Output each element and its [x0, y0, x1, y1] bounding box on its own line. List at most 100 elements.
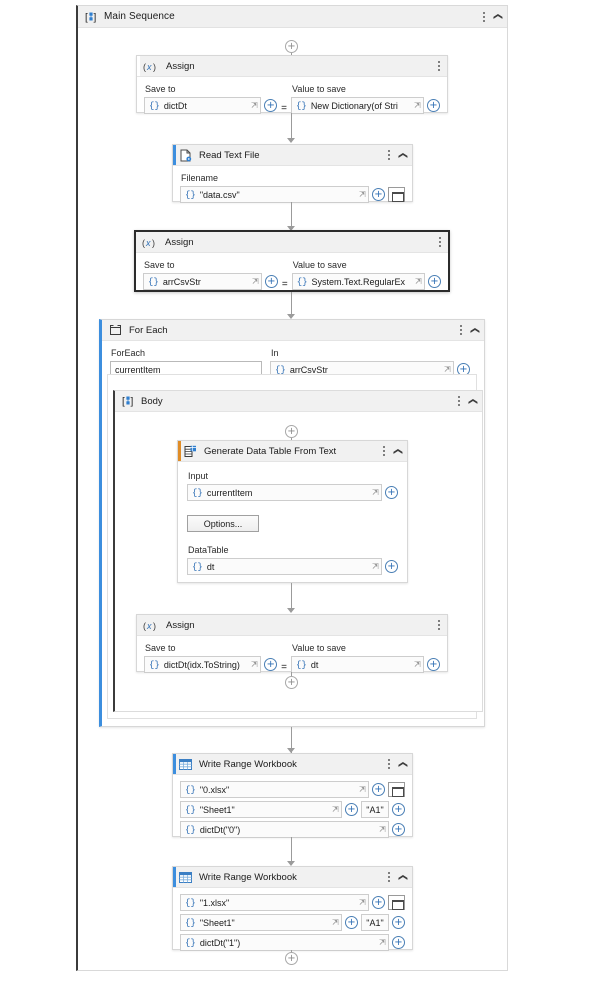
write-range-1-collapse-icon[interactable]: ❮: [397, 760, 408, 768]
write-range-2-sheet-input[interactable]: {} "Sheet1" ⇱: [180, 914, 342, 931]
assign-3-value-plus-button[interactable]: +: [427, 658, 440, 671]
assign-2-value-input[interactable]: {} System.Text.RegularEx ⇱: [291, 273, 425, 290]
expand-editor-icon[interactable]: ⇱: [359, 189, 366, 199]
assign-3-value-value: dt: [310, 659, 319, 670]
generate-data-table-output-field[interactable]: {} dt ⇱: [187, 558, 382, 575]
assign-2-save-to-input[interactable]: {} arrCsvStr ⇱: [143, 273, 262, 290]
activity-assign-3[interactable]: ( x ) Assign Save to {} dictDt(idx.ToStr…: [136, 614, 448, 673]
generate-data-table-output-label: DataTable: [188, 545, 229, 555]
assign-1-save-to-input[interactable]: {} dictDt ⇱: [144, 97, 262, 114]
activity-write-range-workbook-2[interactable]: Write Range Workbook ❮ {} "1.xlsx" ⇱ + {…: [172, 866, 413, 951]
assign-1-save-to-plus-button[interactable]: +: [264, 99, 278, 112]
expand-editor-icon[interactable]: ⇱: [359, 897, 366, 907]
assign-2-header[interactable]: ( x ) Assign: [136, 232, 448, 253]
svg-text:): ): [152, 238, 155, 248]
options-button[interactable]: Options...: [187, 515, 259, 532]
activity-assign-1[interactable]: ( x ) Assign Save to {} dictDt ⇱: [136, 55, 448, 114]
main-sequence-header[interactable]: [ ] Main Sequence ❮: [78, 6, 507, 28]
write-range-1-datatable-plus-button[interactable]: +: [392, 823, 405, 836]
read-text-file-collapse-icon[interactable]: ❮: [397, 151, 408, 159]
assign-1-menu-icon[interactable]: [438, 60, 441, 73]
write-range-1-workbook-plus-button[interactable]: +: [372, 783, 385, 796]
activity-read-text-file[interactable]: Read Text File ❮ Filename {} "data.csv" …: [172, 144, 413, 203]
read-text-file-body: Filename {} "data.csv" ⇱ +: [173, 166, 412, 210]
add-activity-node-body-top[interactable]: +: [285, 425, 298, 438]
activity-generate-data-table[interactable]: Generate Data Table From Text ❮ Input {}…: [177, 440, 408, 583]
assign-2-value-plus-button[interactable]: +: [428, 275, 441, 288]
add-activity-node-body-bottom[interactable]: +: [285, 676, 298, 689]
assign-2-menu-icon[interactable]: [439, 236, 442, 249]
activity-assign-2-selected[interactable]: ( x ) Assign Save to {} arrCsvStr: [134, 230, 450, 292]
write-range-2-header[interactable]: Write Range Workbook ❮: [173, 867, 412, 888]
write-range-2-datatable-plus-button[interactable]: +: [392, 936, 405, 949]
expand-editor-icon[interactable]: ⇱: [252, 276, 259, 286]
assign-1-value-plus-button[interactable]: +: [427, 99, 440, 112]
expand-editor-icon[interactable]: ⇱: [372, 561, 379, 571]
read-text-file-plus-button[interactable]: +: [372, 188, 385, 201]
for-each-in-label: In: [271, 348, 279, 358]
expand-editor-icon[interactable]: ⇱: [372, 487, 379, 497]
write-range-1-datatable-input[interactable]: {} dictDt("0") ⇱: [180, 821, 389, 838]
data-table-icon: [184, 445, 197, 458]
write-range-1-menu-icon[interactable]: [388, 758, 391, 771]
write-range-2-menu-icon[interactable]: [388, 871, 391, 884]
write-range-1-workbook-input[interactable]: {} "0.xlsx" ⇱: [180, 781, 369, 798]
expand-editor-icon[interactable]: ⇱: [359, 784, 366, 794]
body-sequence-header[interactable]: [ ] Body ❮: [115, 391, 482, 412]
expand-editor-icon[interactable]: ⇱: [414, 100, 421, 110]
browse-folder-icon[interactable]: [388, 187, 405, 202]
activity-write-range-workbook-1[interactable]: Write Range Workbook ❮ {} "0.xlsx" ⇱ + {…: [172, 753, 413, 838]
body-sequence-menu-icon[interactable]: [458, 395, 461, 408]
assign-3-value-input[interactable]: {} dt ⇱: [291, 656, 424, 673]
write-range-2-cell-plus-button[interactable]: +: [392, 916, 405, 929]
assign-3-header[interactable]: ( x ) Assign: [137, 615, 447, 636]
generate-data-table-header[interactable]: Generate Data Table From Text ❮: [178, 441, 407, 462]
write-range-2-workbook-input[interactable]: {} "1.xlsx" ⇱: [180, 894, 369, 911]
write-range-1-header[interactable]: Write Range Workbook ❮: [173, 754, 412, 775]
main-sequence-menu-icon[interactable]: [483, 10, 486, 23]
add-activity-node-top[interactable]: +: [285, 40, 298, 53]
generate-data-table-body: Input {} currentItem ⇱ + Options... Data…: [178, 462, 407, 582]
assign-3-save-to-input[interactable]: {} dictDt(idx.ToString) ⇱: [144, 656, 262, 673]
for-each-collapse-icon[interactable]: ❮: [469, 326, 480, 334]
browse-folder-icon[interactable]: [388, 782, 405, 797]
assign-3-menu-icon[interactable]: [438, 619, 441, 632]
read-text-file-filename-input[interactable]: {} "data.csv" ⇱: [180, 186, 369, 203]
add-activity-node-bottom[interactable]: +: [285, 952, 298, 965]
write-range-1-cell-input[interactable]: "A1": [361, 801, 389, 818]
expand-editor-icon[interactable]: ⇱: [379, 824, 386, 834]
write-range-2-sheet-plus-button[interactable]: +: [345, 916, 358, 929]
assign-1-header[interactable]: ( x ) Assign: [137, 56, 447, 77]
expand-editor-icon[interactable]: ⇱: [379, 937, 386, 947]
body-sequence-collapse-icon[interactable]: ❮: [467, 397, 478, 405]
expand-editor-icon[interactable]: ⇱: [414, 659, 421, 669]
assign-2-save-to-plus-button[interactable]: +: [264, 275, 278, 288]
expand-editor-icon[interactable]: ⇱: [251, 100, 259, 110]
generate-data-table-output-plus-button[interactable]: +: [385, 560, 398, 573]
write-range-1-sheet-input[interactable]: {} "Sheet1" ⇱: [180, 801, 342, 818]
expand-editor-icon[interactable]: ⇱: [251, 659, 259, 669]
generate-data-table-menu-icon[interactable]: [383, 445, 386, 458]
generate-data-table-collapse-icon[interactable]: ❮: [392, 447, 403, 455]
write-range-2-workbook-plus-button[interactable]: +: [372, 896, 385, 909]
assign-2-title: Assign: [165, 236, 194, 248]
write-range-2-datatable-input[interactable]: {} dictDt("1") ⇱: [180, 934, 389, 951]
generate-data-table-input-field[interactable]: {} currentItem ⇱: [187, 484, 382, 501]
browse-folder-icon[interactable]: [388, 895, 405, 910]
expand-editor-icon[interactable]: ⇱: [332, 917, 339, 927]
expand-editor-icon[interactable]: ⇱: [415, 276, 422, 286]
read-text-file-menu-icon[interactable]: [388, 149, 391, 162]
expand-editor-icon[interactable]: ⇱: [332, 804, 339, 814]
expand-editor-icon[interactable]: ⇱: [444, 364, 451, 374]
main-sequence-collapse-icon[interactable]: ❮: [492, 12, 503, 21]
generate-data-table-input-plus-button[interactable]: +: [385, 486, 398, 499]
assign-3-save-to-plus-button[interactable]: +: [264, 658, 278, 671]
write-range-2-cell-input[interactable]: "A1": [361, 914, 389, 931]
for-each-header[interactable]: For Each ❮: [102, 320, 484, 341]
assign-1-value-input[interactable]: {} New Dictionary(of Stri ⇱: [291, 97, 424, 114]
write-range-2-collapse-icon[interactable]: ❮: [397, 873, 408, 881]
write-range-1-sheet-plus-button[interactable]: +: [345, 803, 358, 816]
write-range-1-cell-plus-button[interactable]: +: [392, 803, 405, 816]
read-text-file-header[interactable]: Read Text File ❮: [173, 145, 412, 166]
for-each-menu-icon[interactable]: [460, 324, 463, 337]
